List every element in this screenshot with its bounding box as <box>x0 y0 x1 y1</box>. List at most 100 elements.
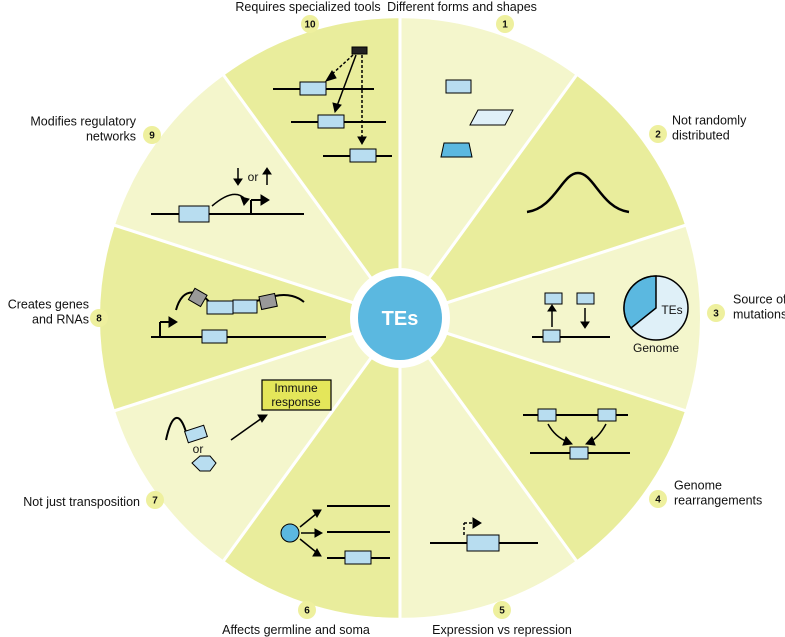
branch-arrow <box>299 538 317 553</box>
te-box <box>184 424 208 444</box>
promoter-arrow-head <box>168 316 178 328</box>
down-arrow-head <box>580 321 590 329</box>
immune-arrow-head <box>257 414 268 423</box>
te-box <box>317 114 345 129</box>
sector-9-number: 9 <box>149 131 155 142</box>
sector-5-illustration <box>430 517 538 552</box>
sector-9-label: networks <box>86 130 136 144</box>
sector-4-label: rearrangements <box>674 494 762 508</box>
exon-box-grey <box>258 292 278 311</box>
te-box <box>576 292 595 305</box>
sector-6 <box>225 322 399 618</box>
wheel-sectors <box>100 18 700 618</box>
sector-8-label: Creates genes <box>8 298 89 312</box>
immune-response-line-2: response <box>271 395 321 409</box>
sector-7-illustration <box>165 379 332 472</box>
probe-arrow-solid <box>336 54 357 107</box>
sector-3-label: Source of <box>733 293 785 307</box>
branch-arrow-head <box>312 547 322 557</box>
sector-5-badge <box>493 601 511 619</box>
te-box <box>537 408 557 422</box>
exon-box-grey <box>187 287 208 308</box>
pie-te-label: TEs <box>661 303 682 317</box>
sector-10-badge <box>301 15 319 33</box>
te-box <box>544 292 563 305</box>
sector-2-illustration <box>526 171 630 214</box>
sector-4-badge <box>649 490 667 508</box>
te-box <box>299 81 327 96</box>
sector-4 <box>404 320 685 560</box>
sector-1-label: Different forms and shapes <box>387 0 537 14</box>
merge-arrow-head <box>585 436 596 446</box>
te-parallelogram <box>469 109 514 126</box>
or-label: or <box>248 170 259 184</box>
or-label: or <box>193 442 204 456</box>
promoter-arrow-head <box>472 517 482 529</box>
te-box <box>206 300 234 315</box>
rna-strand <box>165 417 187 441</box>
sector-5-number: 5 <box>499 606 505 617</box>
sector-4-number: 4 <box>655 495 661 506</box>
te-box <box>178 205 210 223</box>
immune-response-line-1: Immune <box>274 381 318 395</box>
te-box <box>201 329 228 344</box>
sector-3-illustration <box>532 275 689 343</box>
te-box <box>542 329 561 343</box>
sector-4-illustration <box>523 408 630 460</box>
probe-arrow-dashed <box>329 54 354 77</box>
promoter-arrow-head <box>260 194 270 206</box>
sector-1-number: 1 <box>502 20 508 31</box>
te-box <box>344 550 372 565</box>
pie-te-slice <box>623 275 657 330</box>
sector-3-badge <box>707 304 725 322</box>
sector-6-illustration <box>280 505 390 565</box>
probe-block <box>351 46 368 55</box>
pie-genome-label: Genome <box>633 341 679 355</box>
sector-10 <box>225 18 399 314</box>
sector-1 <box>401 18 575 314</box>
sector-3-label: mutations <box>733 308 785 322</box>
sector-9 <box>115 76 396 316</box>
probe-arrow-head <box>332 102 342 114</box>
sector-2-number: 2 <box>655 130 661 141</box>
center-te-circle: TEs <box>350 268 450 368</box>
sector-9-illustration <box>151 167 304 223</box>
immune-arrow <box>230 417 263 441</box>
sector-10-number: 10 <box>304 20 316 31</box>
sector-2 <box>404 76 685 316</box>
genome-pie-chart <box>623 275 689 341</box>
sector-7-label: Not just transposition <box>23 495 140 509</box>
sector-8-illustration <box>151 287 326 344</box>
branch-arrow-head <box>314 528 324 538</box>
sector-6-badge <box>298 601 316 619</box>
te-box <box>569 446 589 460</box>
probe-arrow-head <box>357 136 367 146</box>
distribution-curve <box>526 171 630 214</box>
te-rectangle <box>445 79 472 94</box>
immune-response-box <box>261 379 332 411</box>
center-circle-fill <box>358 276 442 360</box>
sector-8 <box>100 226 395 410</box>
regulation-arrow-head <box>240 196 250 206</box>
sector-4-label: Genome <box>674 479 722 493</box>
sector-2-label: distributed <box>672 129 730 143</box>
sector-1-illustration <box>440 79 514 158</box>
sector-5-label: Expression vs repression <box>432 623 572 637</box>
sector-1-badge <box>496 15 514 33</box>
te-box <box>466 534 500 552</box>
cell-circle <box>280 523 300 543</box>
te-box <box>232 299 258 314</box>
center-label: TEs <box>382 308 419 330</box>
sector-2-badge <box>649 125 667 143</box>
sector-10-illustration <box>273 46 392 163</box>
merge-arrow-head <box>562 436 573 446</box>
up-arrow-head <box>547 304 557 312</box>
te-box <box>349 148 377 163</box>
sector-8-badge <box>90 309 108 327</box>
sector-9-badge <box>143 126 161 144</box>
sector-6-number: 6 <box>304 606 310 617</box>
protein-hexagon <box>191 455 217 472</box>
sector-5 <box>401 322 575 618</box>
